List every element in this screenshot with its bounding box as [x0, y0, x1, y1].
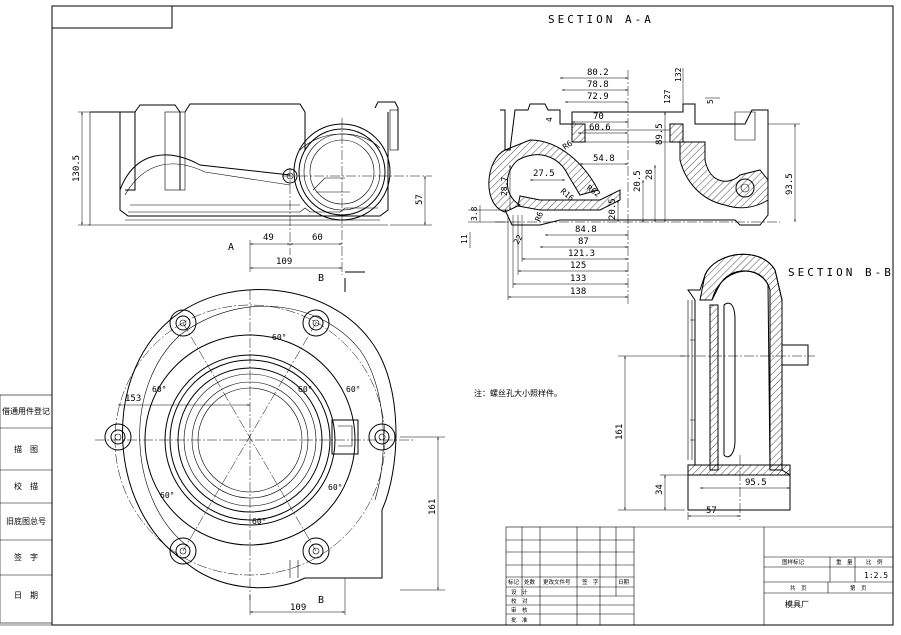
plan-view: 60° 60° 60° 60° 60° 60° 60° 153 161 109 … — [95, 289, 445, 615]
angle-60-br: 60° — [328, 483, 342, 492]
side-label-0: 借通用件登记 — [2, 406, 50, 416]
dim-49: 49 — [263, 233, 274, 243]
dim-89-5: 89.5 — [655, 123, 665, 145]
rev-header-2: 更改文件号 — [543, 578, 571, 586]
dim-127: 127 — [663, 89, 672, 104]
angle-60-bl: 60° — [160, 491, 174, 500]
dim-22: 22 — [512, 233, 525, 246]
view-label-b2: B — [318, 595, 324, 606]
angle-60-tl: 60° — [152, 385, 166, 394]
dim-r6-small: R6 — [533, 210, 545, 222]
dim-130-5: 130.5 — [72, 155, 82, 182]
dim-60: 60 — [312, 233, 323, 243]
rev-header-0: 标记 — [508, 578, 520, 586]
radius-r62: R62 — [585, 183, 602, 199]
dim-20-5-a: 20.5 — [633, 170, 643, 192]
angle-60-bot: 60° — [252, 517, 266, 526]
tb-total-pages: 共 页 — [790, 584, 807, 592]
rev-role-0: 设 计 — [511, 588, 528, 596]
dim-57-b: 57 — [706, 506, 717, 516]
revision-table: 标记 处数 更改文件号 签 字 日期 设 计 校 对 审 核 批 准 — [505, 526, 635, 626]
dim-125: 125 — [570, 261, 586, 271]
tb-weight-label: 重 量 — [836, 558, 853, 566]
dim-60-6: 60.6 — [589, 123, 611, 133]
dim-78-8: 78.8 — [587, 80, 609, 90]
dim-11: 11 — [460, 234, 469, 244]
sheet-border — [0, 5, 894, 626]
dim-3-8: 3.8 — [470, 206, 479, 221]
dim-133: 133 — [570, 274, 586, 284]
section-b-title: SECTION B-B — [788, 266, 894, 279]
dim-87: 87 — [578, 237, 589, 247]
dim-57: 57 — [415, 194, 425, 205]
dim-161-b: 161 — [615, 424, 625, 440]
tb-sheet-number: 第 页 — [850, 584, 867, 592]
dim-153: 153 — [125, 394, 141, 404]
dim-109-plan: 109 — [290, 603, 306, 613]
dim-84-8: 84.8 — [575, 225, 597, 235]
front-view: 130.5 57 49 60 109 A B — [72, 101, 432, 292]
dim-70: 70 — [593, 112, 604, 122]
angle-60-in: 60° — [298, 385, 312, 394]
view-label-b1: B — [318, 273, 324, 284]
dim-138: 138 — [570, 287, 586, 297]
rev-role-2: 审 核 — [511, 606, 528, 614]
rev-header-1: 处数 — [524, 578, 536, 586]
bolt-holes — [104, 309, 396, 565]
dim-54-8: 54.8 — [593, 154, 615, 164]
tb-scale-value: 1:2.5 — [864, 571, 888, 580]
tb-company: 模具厂 — [785, 599, 809, 609]
section-b-view: SECTION B-B 161 34 95.5 57 — [615, 253, 894, 520]
rev-role-3: 批 准 — [511, 616, 528, 624]
side-label-2: 校 描 — [14, 481, 38, 491]
side-label-3: 旧底图总号 — [6, 516, 46, 526]
angle-60-tr: 60° — [346, 385, 360, 394]
side-label-1: 描 图 — [14, 444, 38, 454]
dim-20-5-b: 20.5 — [608, 198, 618, 220]
dim-132: 132 — [674, 67, 683, 82]
tb-scale-label: 比 例 — [866, 558, 883, 566]
side-label-4: 签 字 — [14, 552, 38, 562]
title-block: 图样标记 重 量 比 例 1:2.5 共 页 第 页 模具厂 — [634, 526, 893, 625]
dim-5: 5 — [706, 99, 715, 104]
dim-4: 4 — [545, 117, 554, 122]
rev-header-3: 签 字 — [582, 578, 599, 586]
side-label-table: 借通用件登记 描 图 校 描 旧底图总号 签 字 日 期 — [0, 394, 53, 624]
view-label-a: A — [228, 242, 234, 253]
side-label-5: 日 期 — [14, 591, 38, 600]
section-a-title: SECTION A-A — [548, 13, 654, 26]
dim-121-3: 121.3 — [568, 249, 595, 259]
dim-28: 28 — [645, 169, 655, 180]
dim-95-5: 95.5 — [745, 478, 767, 488]
dim-28-7: 28.7 — [500, 177, 509, 196]
angle-60-top: 60° — [272, 333, 286, 342]
dim-80-2: 80.2 — [587, 68, 609, 78]
dim-93-5: 93.5 — [785, 173, 795, 195]
note-text: 注：螺丝孔大小照样件。 — [474, 388, 562, 398]
rev-header-4: 日期 — [618, 579, 630, 586]
dim-27-5: 27.5 — [533, 169, 555, 179]
dim-109: 109 — [276, 257, 292, 267]
tb-material-label: 图样标记 — [782, 558, 805, 566]
dim-161-plan: 161 — [428, 499, 438, 515]
dim-72-9: 72.9 — [587, 92, 609, 102]
rev-role-1: 校 对 — [511, 597, 528, 605]
dim-34: 34 — [655, 484, 665, 495]
